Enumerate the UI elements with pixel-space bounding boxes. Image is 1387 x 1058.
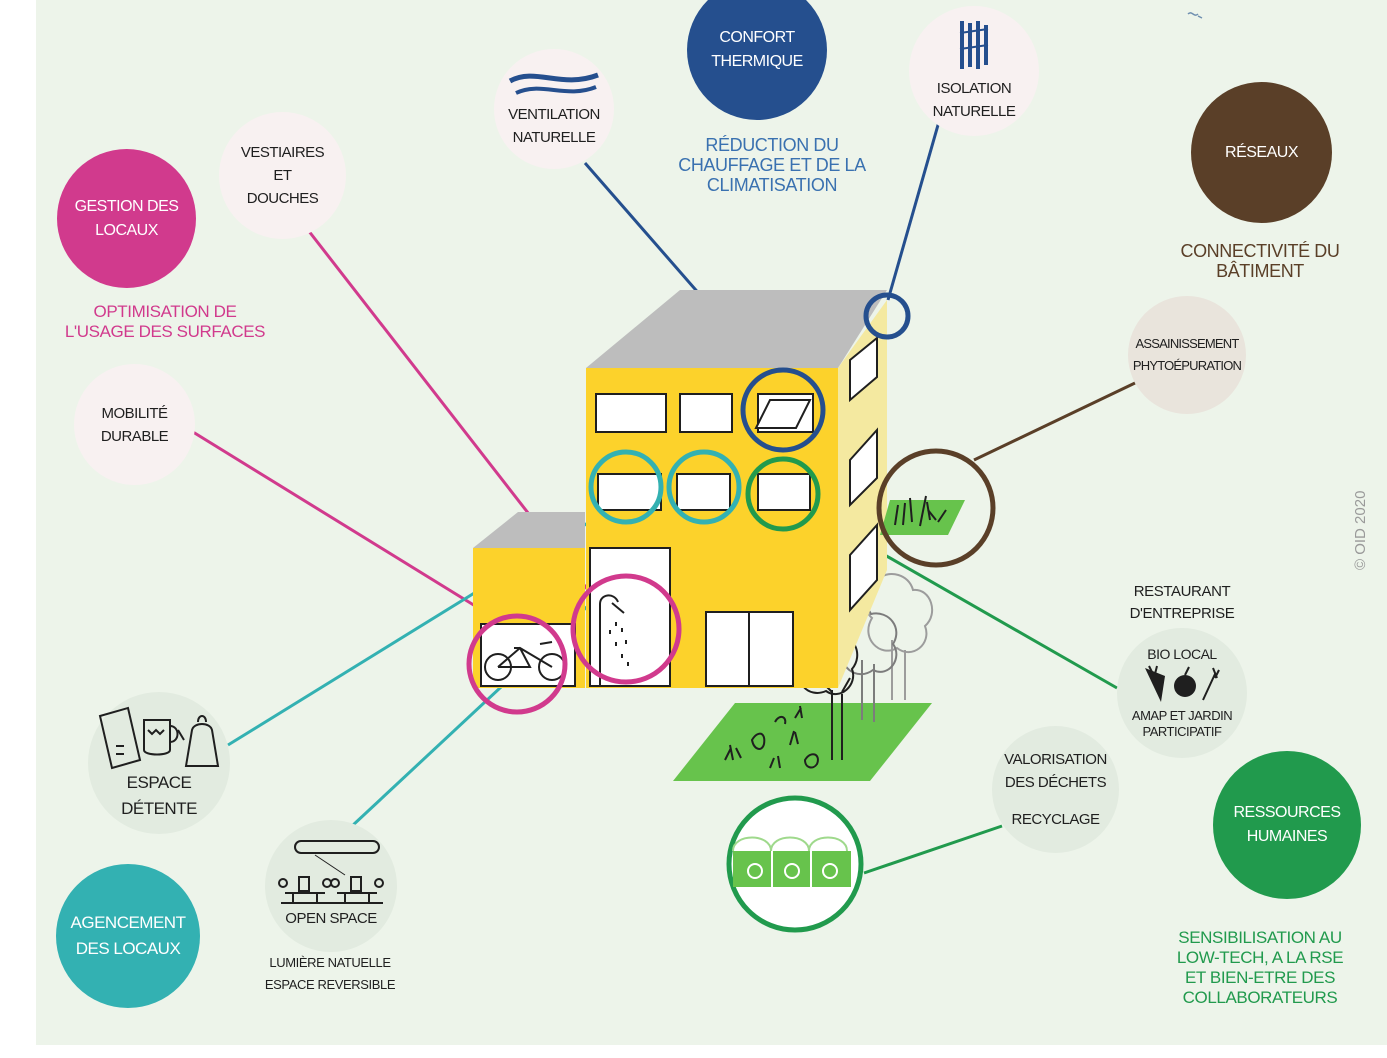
- connector-mobilite: [192, 430, 486, 614]
- confort-caption-line-2: CHAUFFAGE ET DE LA: [678, 155, 866, 175]
- assainissement-bubble: ASSAINISSEMENT PHYTOÉPURATION: [1128, 296, 1246, 414]
- open-window-flap: [754, 399, 812, 429]
- ring-mobilite: [466, 613, 568, 715]
- bio-local-label: BIO LOCAL: [1147, 646, 1217, 662]
- ressources-title-line-1: RESSOURCES: [1233, 804, 1341, 821]
- vegetables-icon: [1145, 665, 1220, 702]
- ventilation-line-1: VENTILATION: [508, 106, 600, 123]
- ressources-caption-line-3: ET BIEN-ETRE DES: [1184, 968, 1336, 987]
- insulation-icon: [959, 21, 989, 69]
- mobilite-durable-bubble: MOBILITÉ DURABLE: [74, 364, 195, 485]
- open-space-caption-line-2: ESPACE REVERSIBLE: [264, 977, 396, 992]
- side-windows: [849, 335, 878, 613]
- ventilation-naturelle-bubble: VENTILATION NATURELLE: [494, 49, 614, 169]
- open-space-caption-line-1: LUMIÈRE NATUELLE: [269, 955, 391, 970]
- dechets-line-3: RECYCLAGE: [1011, 811, 1100, 828]
- coffee-break-icon: [98, 706, 220, 770]
- phyto-plants: [894, 495, 947, 527]
- gestion-des-locaux-circle: GESTION DES LOCAUX: [57, 149, 196, 288]
- ressources-caption: SENSIBILISATION AU LOW-TECH, A LA RSE ET…: [1140, 928, 1380, 1008]
- amap-line-2: PARTICIPATIF: [1142, 724, 1223, 739]
- ressources-caption-line-4: COLLABORATEURS: [1182, 988, 1338, 1007]
- open-space-label: OPEN SPACE: [285, 909, 377, 927]
- confort-thermique-title: CONFORT THERMIQUE: [711, 29, 803, 70]
- bio-local-bubble: BIO LOCAL AMAP ET JARDIN PARTICIPATIF: [1117, 628, 1247, 758]
- gestion-caption-line-1: OPTIMISATION DE: [93, 302, 237, 321]
- gestion-title-line-1: GESTION DES: [74, 197, 179, 215]
- shower-drawing: [599, 594, 629, 686]
- ring-restaurant: [745, 456, 821, 532]
- connector-dechets: [863, 824, 1003, 875]
- amap-line-1: AMAP ET JARDIN: [1131, 708, 1233, 723]
- copyright: © OID 2020: [1352, 490, 1369, 570]
- open-space-bubble: OPEN SPACE: [265, 820, 397, 952]
- ring-ventilation: [740, 367, 826, 453]
- reseaux-caption-line-1: CONNECTIVITÉ DU: [1180, 241, 1340, 261]
- gestion-title-line-2: LOCAUX: [95, 221, 158, 239]
- connector-isolation: [886, 117, 942, 301]
- front-windows: [589, 393, 814, 687]
- ressources-title-line-2: HUMAINES: [1246, 828, 1328, 845]
- reseaux-circle: RÉSEAUX: [1191, 82, 1332, 223]
- ring-isolation: [863, 292, 911, 340]
- mobilite-line-2: DURABLE: [100, 427, 169, 445]
- vestiaires-line-1: VESTIAIRES: [240, 144, 325, 161]
- garden-patch: [673, 703, 932, 781]
- wind-icon: [508, 72, 599, 95]
- restaurant-header: RESTAURANT D'ENTREPRISE: [1102, 581, 1262, 625]
- espace-detente-bubble: ESPACE DÉTENTE: [88, 692, 230, 834]
- assainissement-line-1: ASSAINISSEMENT: [1135, 336, 1240, 351]
- gestion-caption-line-2: L'USAGE DES SURFACES: [64, 322, 266, 341]
- ring-detente: [588, 449, 664, 525]
- confort-caption-line-1: RÉDUCTION DU: [705, 135, 839, 155]
- gestion-caption: OPTIMISATION DE L'USAGE DES SURFACES: [35, 302, 295, 342]
- isolation-line-1: ISOLATION: [936, 80, 1012, 97]
- mobilite-line-1: MOBILITÉ: [101, 404, 168, 422]
- agencement-des-locaux-circle: AGENCEMENT DES LOCAUX: [56, 864, 200, 1008]
- ressources-humaines-circle: RESSOURCES HUMAINES: [1213, 751, 1361, 899]
- vestiaires-douches-bubble: VESTIAIRES ET DOUCHES: [219, 112, 346, 239]
- highlight-rings: [466, 292, 996, 715]
- vestiaires-line-3: DOUCHES: [246, 190, 319, 207]
- squiggle-mark: [1187, 12, 1203, 19]
- vestiaires-line-2: ET: [273, 167, 292, 184]
- ring-vestiaires: [570, 573, 682, 685]
- detente-line-1: ESPACE: [126, 773, 192, 792]
- confort-thermique-circle: CONFORT THERMIQUE: [687, 0, 827, 120]
- office-desks-icon: [278, 839, 384, 904]
- low-block-roof: [473, 512, 585, 548]
- dechets-bubble: VALORISATION DES DÉCHETS RECYCLAGE: [992, 726, 1119, 853]
- ressources-caption-line-2: LOW-TECH, A LA RSE: [1176, 948, 1344, 967]
- compost-bins: [732, 836, 851, 887]
- confort-caption: RÉDUCTION DU CHAUFFAGE ET DE LA CLIMATIS…: [652, 135, 892, 195]
- dechets-line-1: VALORISATION: [1004, 751, 1107, 768]
- dechets-line-2: DES DÉCHETS: [1004, 774, 1107, 791]
- reseaux-title: RÉSEAUX: [1225, 143, 1298, 161]
- ring-assainissement: [876, 448, 996, 568]
- garden-plants: [724, 705, 819, 769]
- restaurant-line-2: D'ENTREPRISE: [1129, 605, 1235, 622]
- isolation-line-2: NATURELLE: [932, 103, 1016, 120]
- confort-caption-line-3: CLIMATISATION: [706, 175, 838, 195]
- open-space-caption: LUMIÈRE NATUELLE ESPACE REVERSIBLE: [235, 952, 425, 996]
- agencement-title-line-1: AGENCEMENT: [70, 913, 186, 932]
- restaurant-line-1: RESTAURANT: [1133, 583, 1231, 600]
- connector-assainissement: [973, 381, 1136, 462]
- ventilation-line-2: NATURELLE: [512, 129, 596, 146]
- main-roof: [586, 290, 887, 368]
- ressources-caption-line-1: SENSIBILISATION AU: [1178, 928, 1342, 947]
- detente-line-2: DÉTENTE: [121, 799, 197, 818]
- reseaux-caption: CONNECTIVITÉ DU BÂTIMENT: [1150, 241, 1370, 281]
- reseaux-caption-line-2: BÂTIMENT: [1216, 261, 1304, 281]
- assainissement-line-2: PHYTOÉPURATION: [1132, 358, 1242, 373]
- isolation-naturelle-bubble: ISOLATION NATURELLE: [909, 6, 1039, 136]
- ring-open-space: [666, 449, 742, 525]
- agencement-title-line-2: DES LOCAUX: [75, 939, 181, 958]
